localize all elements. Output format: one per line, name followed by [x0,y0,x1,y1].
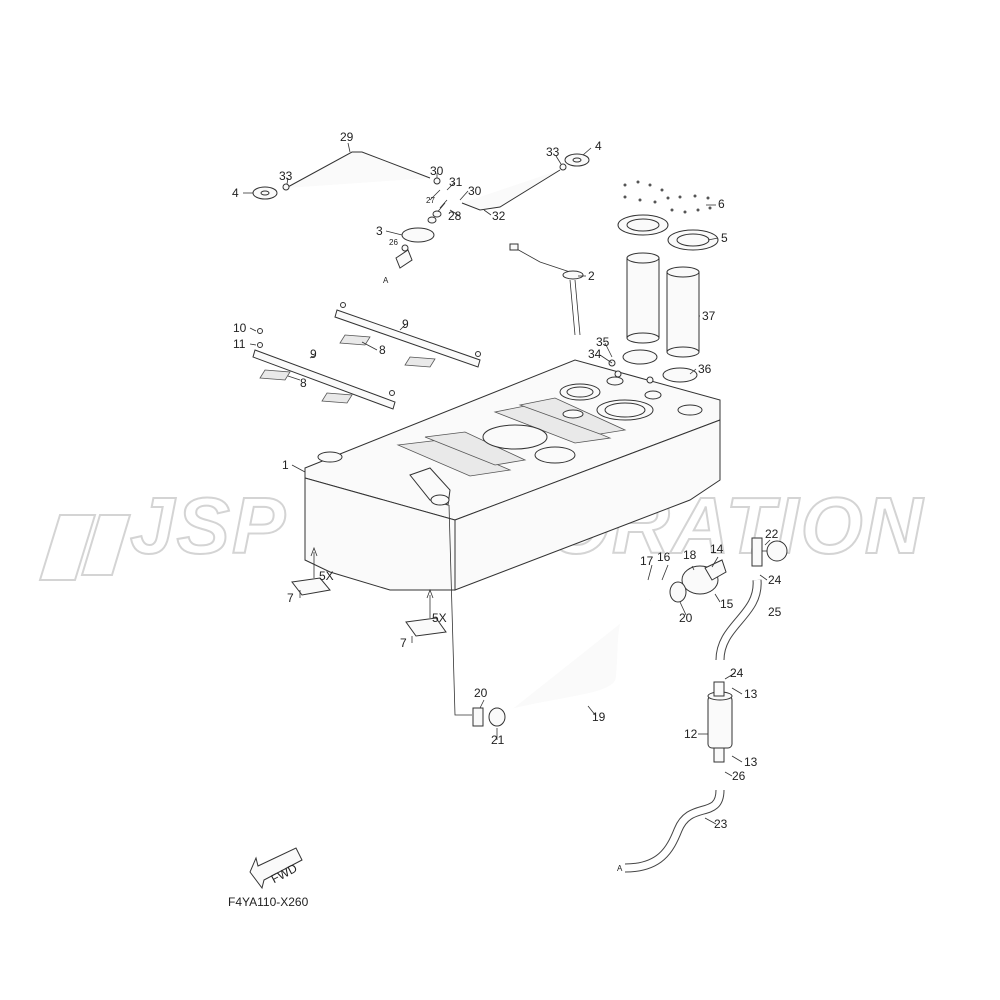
callout-leaders [243,142,771,825]
callout-20: 20 [474,686,488,700]
callout-33: 33 [546,145,560,159]
connector-a-top: A [383,276,389,285]
callout-5: 5 [721,231,728,245]
fuel-sender [509,243,584,336]
callout-23: 23 [714,817,728,831]
callout-13: 13 [744,687,758,701]
callout-17: 17 [640,554,654,568]
tank-straps [252,302,481,410]
callout-3: 3 [376,224,383,238]
callout-8: 8 [379,343,386,357]
callout-31: 31 [449,175,463,189]
callout-13: 13 [744,755,758,769]
callout-36: 36 [698,362,712,376]
callout-37: 37 [702,309,716,323]
callout-10: 10 [233,321,247,335]
callout-28: 28 [448,209,462,223]
vent-system [252,151,590,269]
callout-9: 9 [402,317,409,331]
pump-modules [608,180,719,384]
callout-26: 26 [389,238,398,247]
callout-18: 18 [683,548,697,562]
fwd-arrow: FWD [249,847,303,890]
callout-7: 7 [287,591,294,605]
callout-32: 32 [492,209,506,223]
callout-27: 27 [426,196,435,205]
callouts: 1 2 3 4 4 5 6 7 7 8 8 9 9 10 11 12 13 13… [232,130,782,831]
qty-5x-label: 5X [432,611,447,625]
callout-2: 2 [588,269,595,283]
callout-21: 21 [491,733,505,747]
callout-4: 4 [232,186,239,200]
callout-12: 12 [684,727,698,741]
callout-1: 1 [282,458,289,472]
callout-22: 22 [765,527,779,541]
callout-30: 30 [468,184,482,198]
callout-9: 9 [310,347,317,361]
callout-11: 11 [233,337,246,351]
callout-24: 24 [730,666,744,680]
callout-7: 7 [400,636,407,650]
tank-pads [291,546,447,637]
callout-35: 35 [596,335,610,349]
fuel-tank [304,359,721,591]
callout-24: 24 [768,573,782,587]
callout-14: 14 [710,542,724,556]
callout-26: 26 [732,769,746,783]
callout-15: 15 [720,597,734,611]
connector-a-bottom: A [617,864,623,873]
callout-6: 6 [718,197,725,211]
callout-25: 25 [768,605,782,619]
callout-30: 30 [430,164,444,178]
callout-16: 16 [657,550,671,564]
callout-34: 34 [588,347,602,361]
diagram-code: F4YA110-X260 [228,895,309,909]
callout-29: 29 [340,130,354,144]
callout-19: 19 [592,710,606,724]
fuel-line-assembly [448,504,788,873]
callout-20: 20 [679,611,693,625]
callout-33: 33 [279,169,293,183]
callout-4: 4 [595,139,602,153]
callout-8: 8 [300,376,307,390]
qty-5x-label: 5X [319,569,334,583]
